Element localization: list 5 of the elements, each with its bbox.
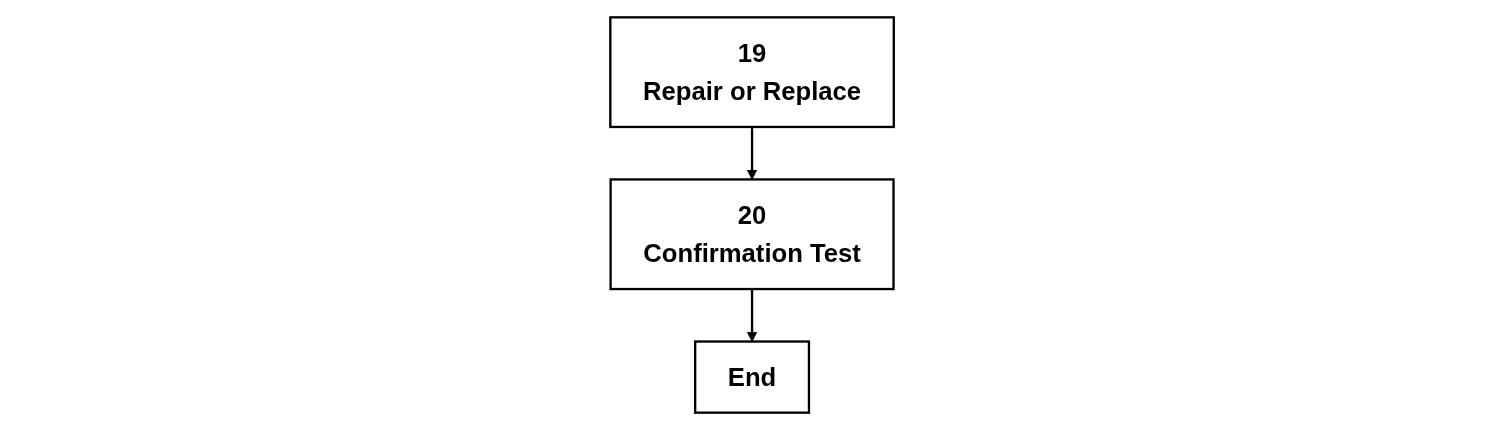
node-box: End bbox=[693, 340, 811, 414]
arrow bbox=[746, 289, 758, 342]
node-box: 20 Confirmation Test bbox=[609, 178, 895, 291]
node-box: 19 Repair or Replace bbox=[609, 16, 895, 129]
arrow bbox=[746, 126, 758, 180]
